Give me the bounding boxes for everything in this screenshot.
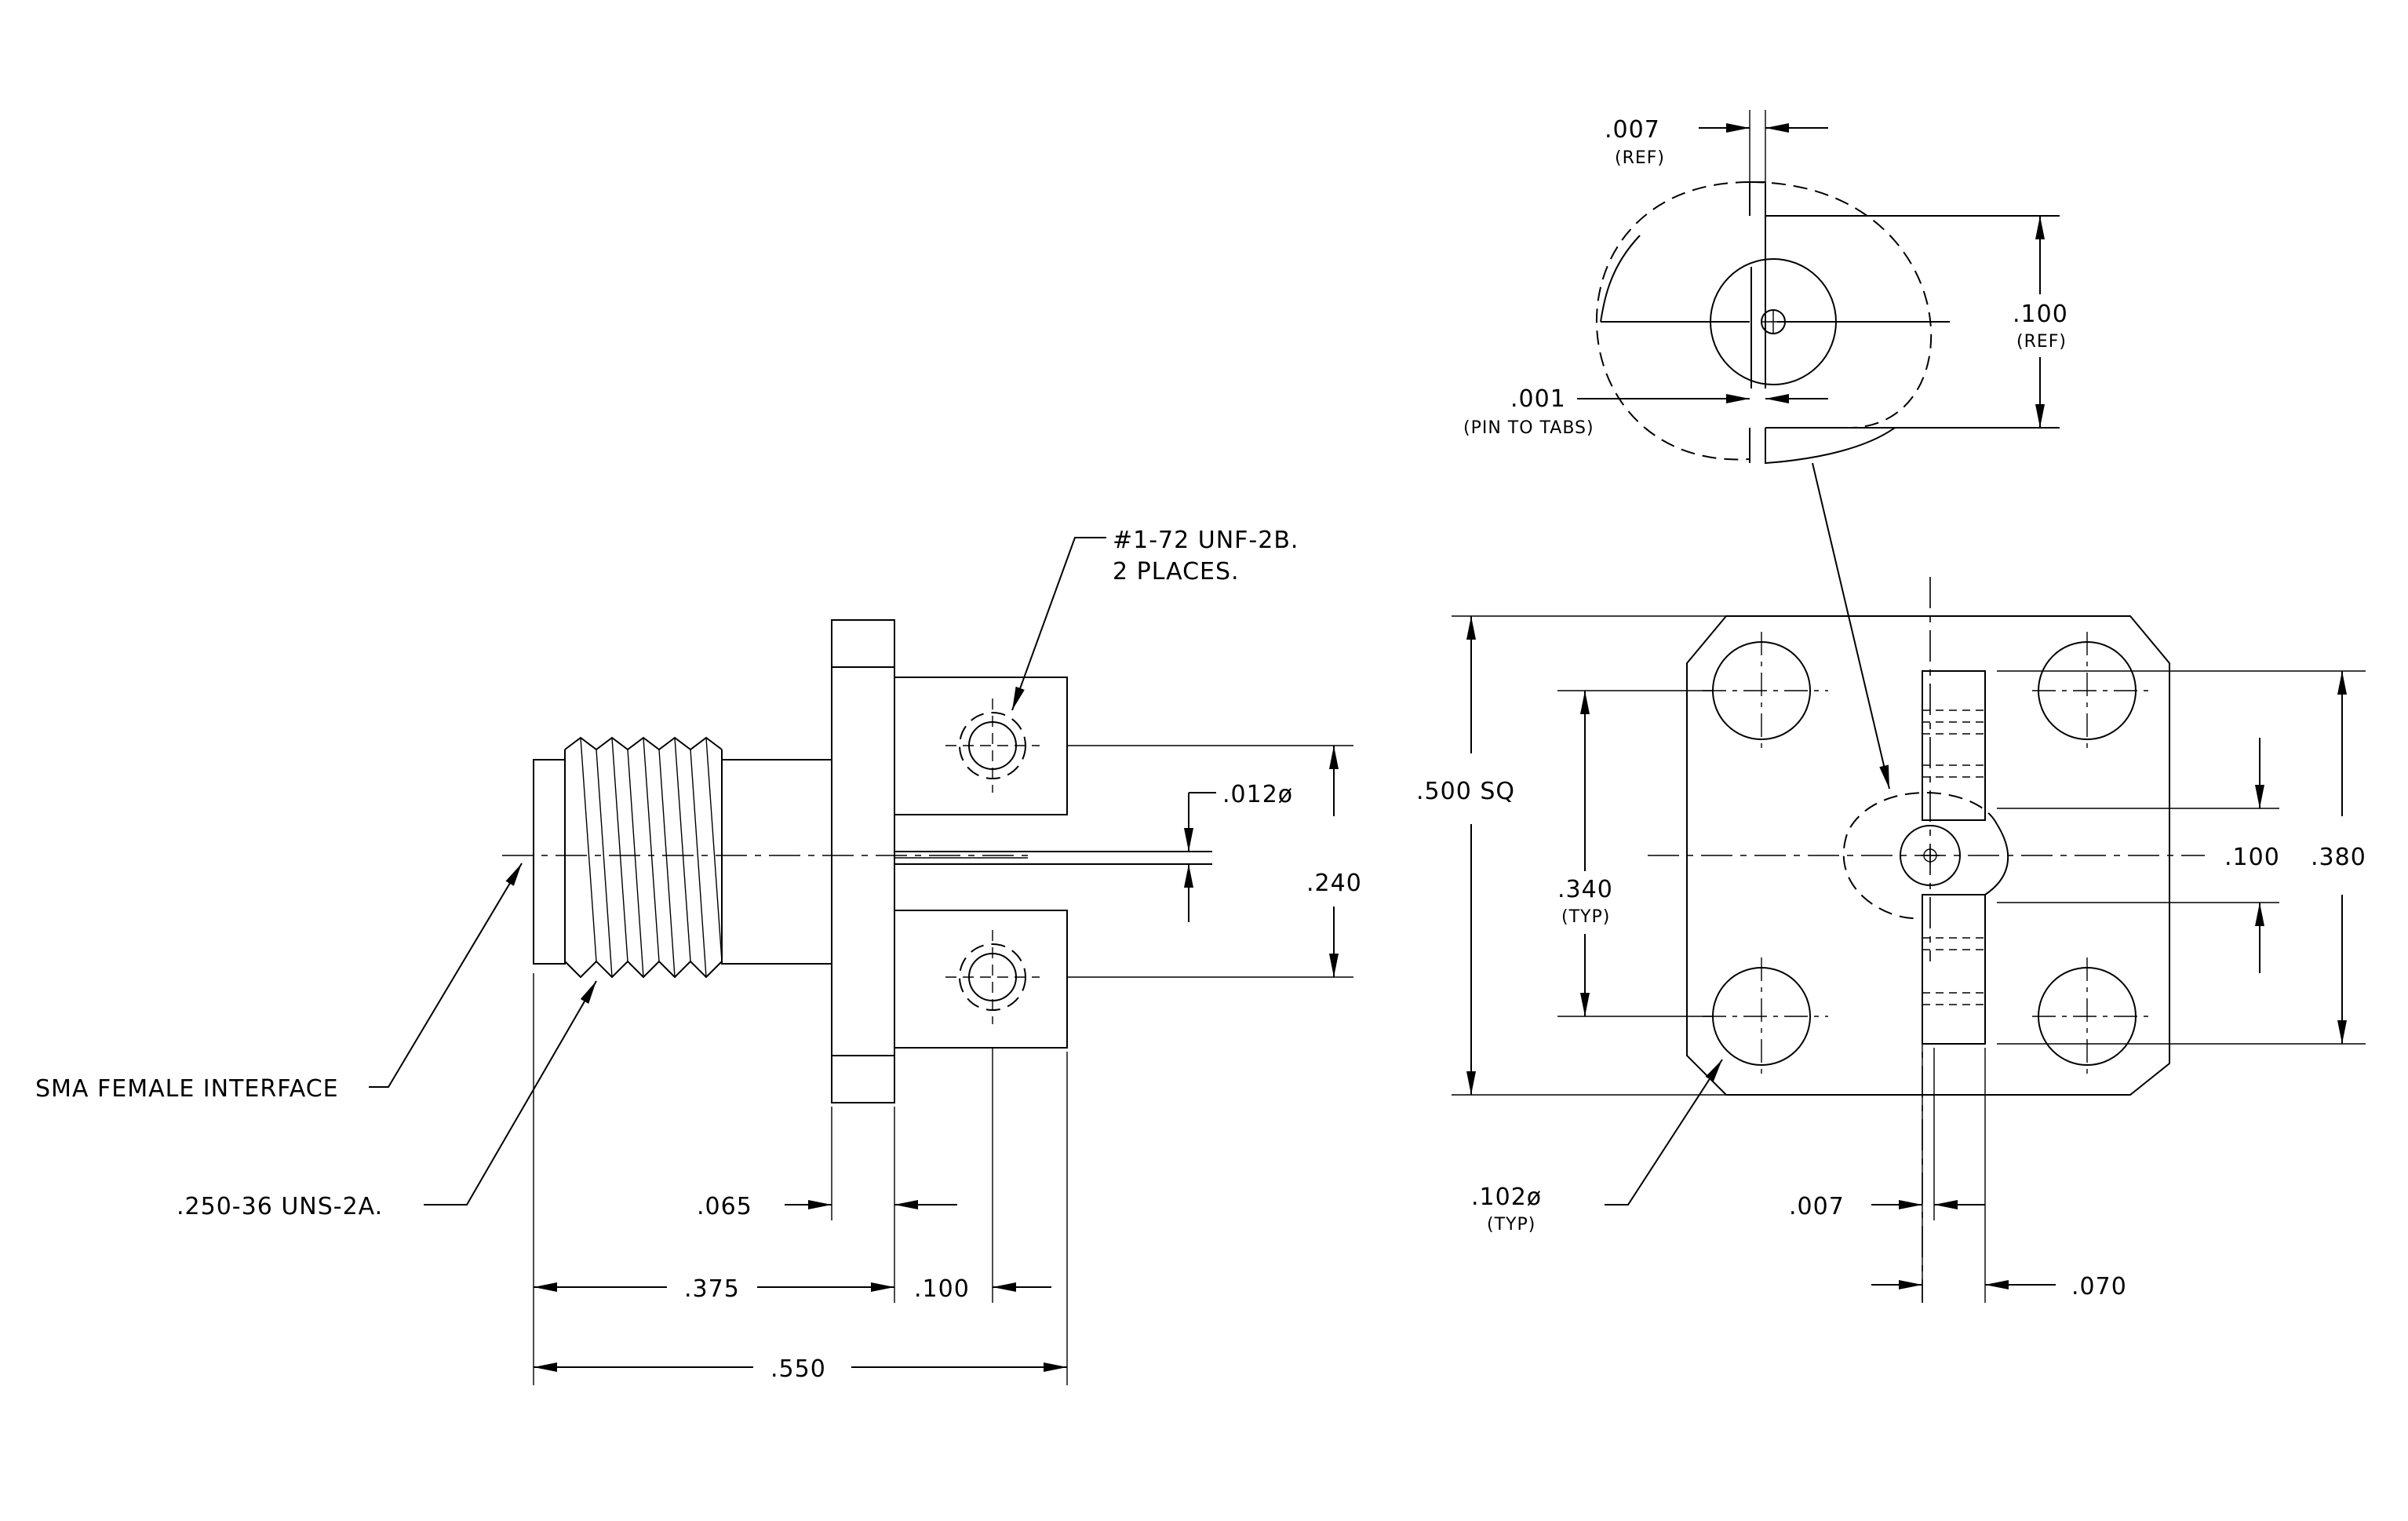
outer-thread-label: .250-36 UNS-2A.	[177, 1193, 383, 1220]
hole-dia-dim: .102ø	[1471, 1184, 1542, 1211]
side-view: .240 .012ø #1-72 UNF-2B. 2 PLACES. SMA F…	[35, 527, 1362, 1385]
front-view: .500 SQ .340 (TYP) .100 .380 .102ø (TYP)…	[1416, 577, 2366, 1303]
tapped-hole-upper	[945, 698, 1040, 793]
hole-dia-typ: (TYP)	[1487, 1215, 1536, 1235]
overall-length-dim: .550	[770, 1355, 826, 1383]
mounting-hole-tl	[1703, 632, 1828, 750]
thread-section	[564, 736, 723, 979]
pin-dia-dim: .012ø	[1222, 781, 1293, 808]
tab-offset-dim: .007	[1789, 1193, 1845, 1220]
tab-width-dim: .070	[2071, 1273, 2127, 1300]
bolt-spacing-typ: (TYP)	[1561, 907, 1610, 927]
tab-span-dim: .380	[2311, 844, 2366, 871]
mounting-hole-br	[2032, 957, 2150, 1075]
mounting-hole-bl	[1703, 957, 1828, 1075]
detail-gap-dim: .007	[1605, 116, 1660, 144]
tab-length-dim: .100	[914, 1275, 970, 1303]
detail-gap-ref: (REF)	[1615, 148, 1665, 168]
detail-view: .007 (REF) .100 (REF) .001 (PIN TO TABS)	[1463, 110, 2068, 790]
hole-spacing-dim: .240	[1306, 870, 1362, 897]
tapped-hole-lower	[945, 930, 1040, 1024]
tab-gap-dim: .100	[2224, 844, 2280, 871]
mounting-hole-tr	[2032, 632, 2150, 750]
lower-tab	[894, 910, 1068, 1049]
bolt-spacing-dim: .340	[1557, 876, 1613, 903]
thread-callout-line1: #1-72 UNF-2B.	[1113, 527, 1299, 554]
thread-callout-line2: 2 PLACES.	[1113, 558, 1240, 585]
body-length-dim: .375	[684, 1275, 740, 1303]
sma-interface-label: SMA FEMALE INTERFACE	[35, 1075, 339, 1103]
detail-height-ref: (REF)	[2016, 332, 2067, 352]
front-lower-tab	[1922, 894, 1986, 1045]
front-upper-tab	[1922, 670, 1986, 821]
flange	[831, 619, 895, 1103]
detail-height-dim: .100	[2013, 301, 2068, 328]
pin-to-tabs-dim: .001	[1510, 385, 1566, 413]
square-dim: .500 SQ	[1416, 778, 1515, 805]
flange-thickness-dim: .065	[697, 1193, 752, 1220]
pin-to-tabs-ref: (PIN TO TABS)	[1463, 418, 1594, 438]
square-flange	[1686, 615, 2170, 1096]
